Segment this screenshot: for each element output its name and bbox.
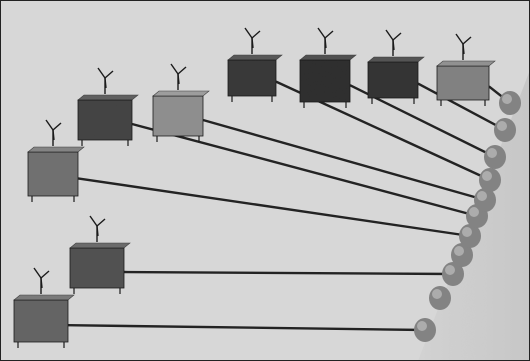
diagram-canvas <box>0 0 530 361</box>
grain-overlay <box>0 0 530 361</box>
turbine-array-diagram <box>0 0 530 361</box>
